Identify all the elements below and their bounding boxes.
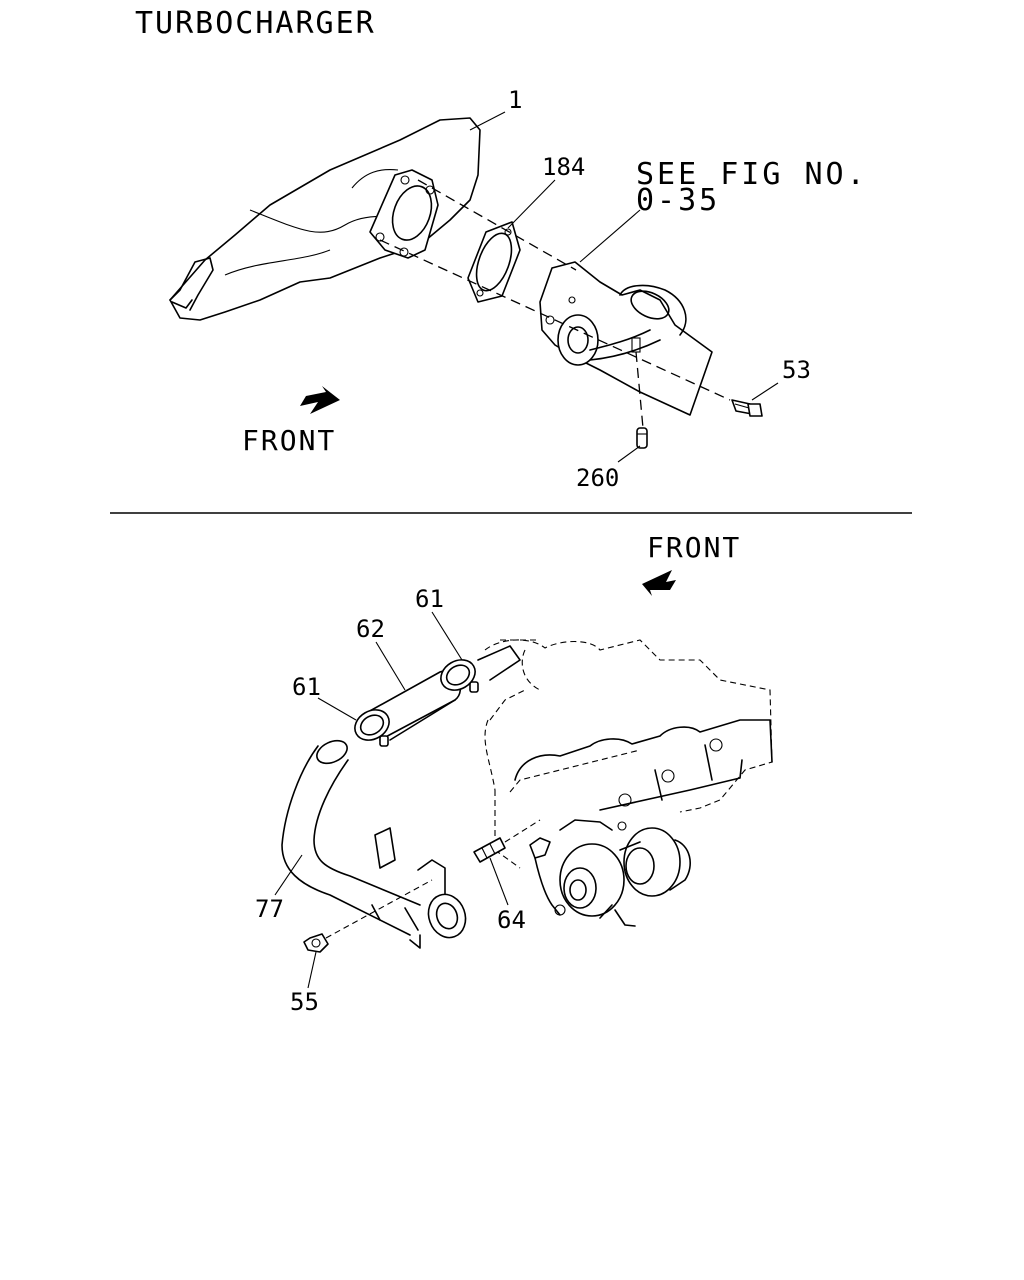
bolt	[731, 399, 763, 417]
hose	[354, 639, 540, 747]
assembly-line	[379, 239, 731, 401]
assembly-line	[504, 819, 541, 843]
intake-pipe	[281, 739, 467, 949]
leader-line	[317, 697, 357, 721]
upper-view: 1 184 53 260 SEE FIG NO. 0-35 FRONT	[169, 86, 868, 492]
nut	[303, 933, 329, 953]
leader-line	[274, 854, 303, 896]
leader-line	[617, 445, 641, 463]
callout-53: 53	[782, 356, 811, 384]
callout-55: 55	[290, 988, 319, 1016]
front-label-upper: FRONT	[242, 424, 336, 457]
stud	[636, 427, 648, 449]
callout-61-lower: 61	[292, 673, 321, 701]
exhaust-manifold	[169, 117, 481, 321]
engine-outline	[484, 639, 773, 869]
diagram-title: TURBOCHARGER	[135, 6, 376, 41]
lower-view: FRONT	[255, 531, 773, 1016]
gasket	[467, 221, 521, 303]
leader-line	[375, 641, 406, 691]
callout-61-upper: 61	[415, 585, 444, 613]
leader-line	[489, 857, 509, 906]
stud	[473, 837, 506, 863]
callout-62: 62	[356, 615, 385, 643]
leader-line	[579, 209, 641, 263]
front-arrow-icon	[642, 570, 676, 596]
front-arrow-icon	[300, 386, 340, 414]
see-fig-note-line1: SEE FIG NO.	[636, 157, 868, 192]
cylinder-head	[514, 719, 773, 811]
callout-1: 1	[508, 86, 522, 114]
callout-77: 77	[255, 895, 284, 923]
leader-line	[307, 951, 317, 989]
assembly-line	[417, 179, 577, 271]
turbocharger	[529, 819, 691, 927]
callout-260: 260	[576, 464, 619, 492]
front-label-lower: FRONT	[647, 531, 741, 564]
leader-line	[751, 382, 779, 401]
leader-line	[507, 179, 556, 229]
leader-line	[469, 111, 506, 131]
turbo-housing	[539, 261, 713, 416]
assembly-line	[325, 879, 433, 939]
callout-64: 64	[497, 906, 526, 934]
callout-184: 184	[542, 153, 585, 181]
leader-line	[431, 611, 463, 661]
see-fig-note-line2: 0-35	[636, 183, 720, 218]
assembly-line	[635, 351, 644, 429]
